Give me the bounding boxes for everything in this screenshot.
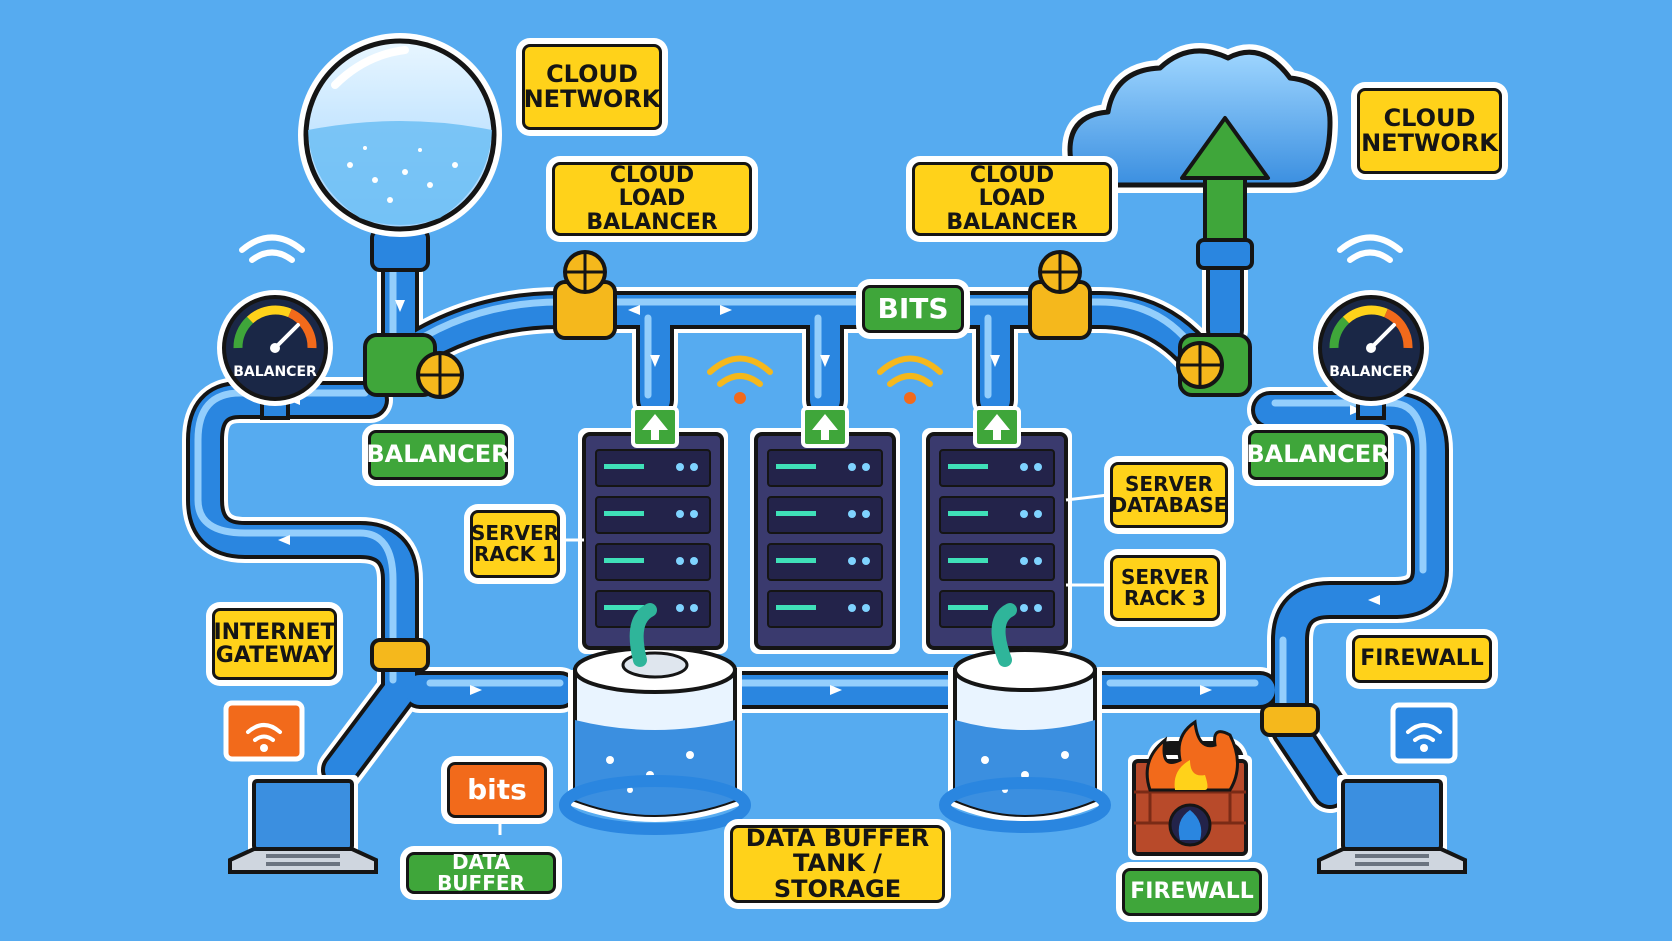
gauge-icon [217, 290, 1429, 420]
valve-icon [363, 250, 1320, 737]
storage-tank-icon [559, 603, 1111, 835]
server-rack-icon [578, 406, 1072, 654]
label-server-rack-1: SERVER RACK 1 [470, 510, 560, 578]
label-internet-gateway: INTERNET GATEWAY [212, 608, 337, 680]
label-firewall-bottom: FIREWALL [1122, 868, 1262, 916]
laptop-icon [228, 775, 1467, 874]
label-bits-top: BITS [862, 285, 964, 333]
upload-arrow-icon [1180, 116, 1270, 270]
label-bits-small: bits [447, 762, 547, 818]
label-server-database: SERVER DATABASE [1110, 462, 1228, 528]
label-cloud-network-right: CLOUD NETWORK [1357, 88, 1502, 174]
label-data-buffer-tank: DATA BUFFER TANK / STORAGE [730, 825, 945, 903]
label-cloud-network-left: CLOUD NETWORK [522, 44, 662, 130]
globe-water-tank-icon [298, 33, 502, 272]
gauge-label-right: BALANCER [1329, 363, 1413, 380]
cloud-icon [1062, 43, 1338, 193]
gauge-label-left: BALANCER [233, 363, 317, 380]
label-balancer-left: BALANCER [366, 430, 510, 480]
label-firewall-top: FIREWALL [1352, 635, 1492, 683]
wifi-icon [223, 234, 1458, 764]
leader-lines [498, 493, 1109, 835]
label-data-buffer: DATA BUFFER [406, 852, 556, 894]
label-load-balancer-right: CLOUD LOAD BALANCER [912, 162, 1112, 236]
label-server-rack-3: SERVER RACK 3 [1110, 555, 1220, 621]
firewall-icon [1128, 719, 1252, 860]
label-load-balancer-left: CLOUD LOAD BALANCER [552, 162, 752, 236]
label-balancer-right: BALANCER [1246, 430, 1390, 480]
